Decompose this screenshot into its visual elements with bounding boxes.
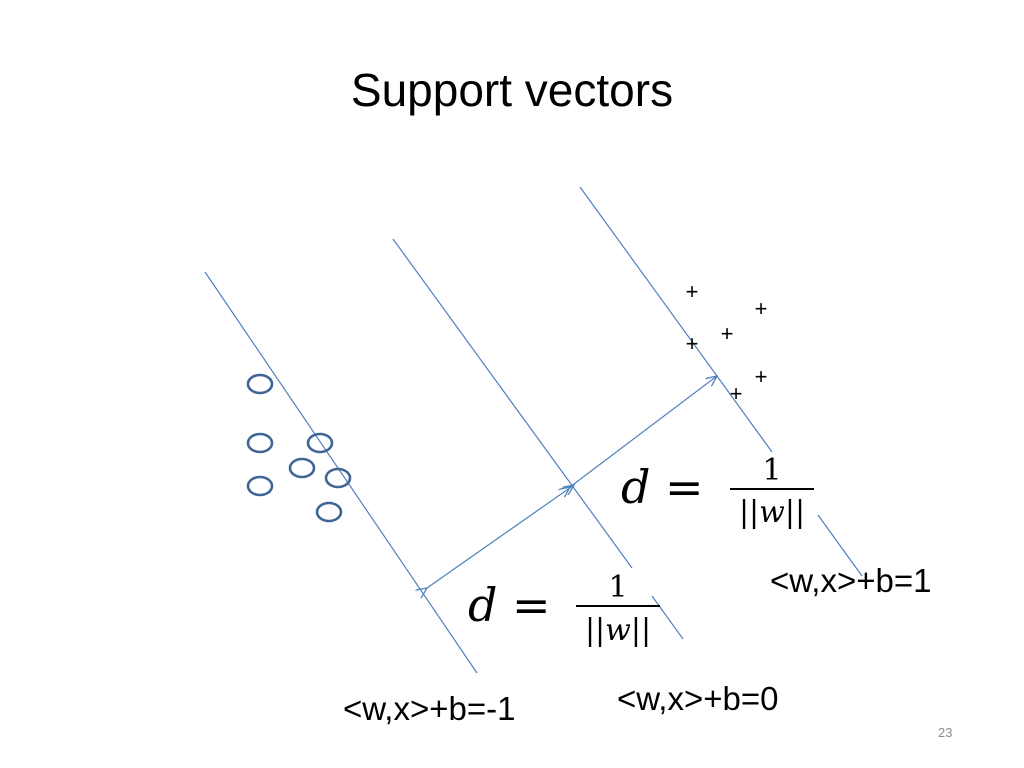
positive-margin-line: [579, 186, 773, 453]
formula-lhs: d: [468, 578, 497, 632]
positive-point: +: [686, 331, 699, 356]
negative-point: [246, 373, 274, 395]
formula-equals: =: [665, 460, 704, 514]
formula-numerator: 1: [608, 570, 627, 605]
negative-point: [315, 501, 343, 523]
decision-hyperplane-label: <w,x>+b=0: [617, 680, 779, 717]
formula-equals: =: [512, 578, 551, 632]
negative-point: [246, 432, 274, 454]
negative-margin-line: [204, 271, 478, 674]
negative-point: [246, 475, 274, 497]
margin-arrow-upper: [570, 376, 717, 487]
positive-point: +: [730, 381, 743, 406]
positive-margin-line-lower: [817, 514, 863, 577]
negative-hyperplane-label: <w,x>+b=-1: [343, 690, 516, 727]
positive-point: +: [755, 364, 768, 389]
page-number: 23: [938, 725, 953, 740]
positive-point: +: [686, 279, 699, 304]
decision-boundary-line: [392, 238, 633, 569]
margin-formula-lower: d = 1 ||w||: [468, 570, 660, 648]
negative-point: [306, 432, 334, 454]
formula-numerator: 1: [762, 453, 781, 488]
formula-lhs: d: [621, 460, 650, 514]
positive-class-points: + + + + + +: [686, 279, 768, 406]
slide-title: Support vectors: [350, 64, 674, 116]
formula-denominator: ||w||: [739, 495, 805, 530]
positive-point: +: [721, 321, 734, 346]
margin-formula-upper: d = 1 ||w||: [621, 453, 814, 530]
decision-boundary-line-lower: [651, 595, 684, 640]
formula-denominator: ||w||: [585, 613, 651, 648]
negative-point: [324, 467, 352, 489]
negative-class-points: [246, 373, 352, 523]
negative-point: [288, 457, 316, 479]
positive-point: +: [755, 296, 768, 321]
margin-arrow-lower: [427, 485, 574, 588]
positive-hyperplane-label: <w,x>+b=1: [770, 562, 932, 599]
